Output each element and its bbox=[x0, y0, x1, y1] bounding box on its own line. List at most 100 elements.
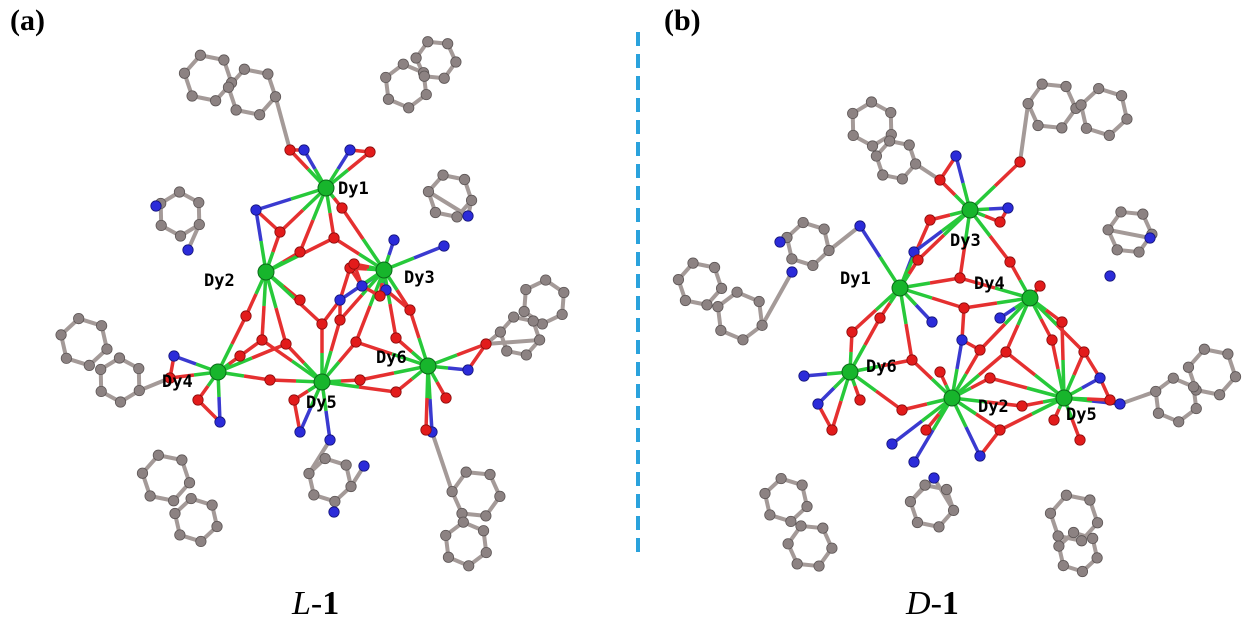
d1-oxygen-atom bbox=[854, 394, 866, 406]
d1-dy-bond bbox=[912, 229, 944, 254]
d1-nitrogen-atom bbox=[1114, 398, 1126, 410]
d1-carbon-atom bbox=[877, 169, 889, 181]
d1-link-bond bbox=[1106, 227, 1152, 240]
l1-carbon-atom bbox=[422, 36, 434, 48]
l1-carbon-atom bbox=[206, 499, 218, 511]
l1-carbon-atom bbox=[446, 486, 458, 498]
d1-carbon-atom bbox=[1102, 224, 1114, 236]
d1-carbon-atom bbox=[1036, 78, 1048, 90]
l1-carbon-atom bbox=[96, 320, 108, 332]
l1-carbon-atom bbox=[451, 211, 463, 223]
d1-nitrogen-atom bbox=[812, 398, 824, 410]
d1-carbon-atom bbox=[782, 538, 794, 550]
label-dy1-b: Dy1 bbox=[840, 269, 871, 289]
l1-carbon-atom bbox=[174, 230, 187, 242]
l1-dysprosium-atom bbox=[313, 373, 331, 391]
l1-carbon-atom bbox=[494, 490, 506, 502]
d1-carbon-atom bbox=[885, 106, 897, 119]
d1-carbon-atom bbox=[1032, 119, 1044, 132]
d1-carbon-atom bbox=[1093, 82, 1105, 95]
l1-nitrogen-atom bbox=[324, 434, 336, 446]
d1-oxygen-atom bbox=[1034, 280, 1046, 292]
l1-carbon-atom bbox=[262, 68, 274, 80]
metal-labels-d1: Dy1 Dy2 Dy3 Dy4 Dy5 Dy6 bbox=[840, 231, 1097, 425]
l1-dy-bond bbox=[359, 371, 395, 382]
l1-carbon-atom bbox=[480, 546, 492, 559]
l1-carbon-atom bbox=[410, 52, 422, 64]
l1-carbon-atom bbox=[437, 169, 449, 181]
l1-carbon-atom bbox=[397, 58, 409, 70]
label-dy3-a: Dy3 bbox=[404, 268, 435, 288]
d1-oxygen-atom bbox=[1000, 346, 1012, 358]
d1-oxygen-atom bbox=[984, 372, 996, 384]
l1-carbon-atom bbox=[174, 529, 186, 541]
l1-carbon-atom bbox=[518, 305, 530, 318]
l1-carbon-atom bbox=[303, 467, 315, 480]
l1-dy-bond bbox=[299, 236, 335, 257]
l1-oxygen-atom bbox=[274, 226, 286, 238]
d1-carbon-atom bbox=[865, 96, 878, 108]
d1-nitrogen-atom bbox=[786, 266, 798, 278]
d1-oxygen-atom bbox=[954, 272, 966, 284]
label-dy2-a: Dy2 bbox=[204, 271, 235, 291]
d1-carbon-atom bbox=[847, 129, 859, 142]
d1-carbon-atom bbox=[756, 319, 768, 331]
l1-dysprosium-atom bbox=[375, 261, 393, 279]
d1-oxygen-atom bbox=[934, 174, 946, 186]
l1-carbon-atom bbox=[494, 326, 506, 338]
d1-carbon-atom bbox=[791, 558, 803, 570]
d1-nitrogen-atom bbox=[928, 472, 940, 484]
caption-d1-number: 1 bbox=[941, 585, 959, 622]
l1-carbon-atom bbox=[230, 104, 242, 116]
d1-carbon-atom bbox=[679, 294, 692, 307]
caption-d1: D-1 bbox=[906, 585, 959, 623]
l1-link-bond bbox=[430, 430, 455, 494]
l1-dy-bond bbox=[274, 307, 288, 345]
label-dy6-a: Dy6 bbox=[376, 348, 407, 368]
d1-carbon-atom bbox=[708, 261, 721, 274]
d1-oxygen-atom bbox=[974, 344, 986, 356]
l1-oxygen-atom bbox=[240, 310, 252, 322]
l1-nitrogen-atom bbox=[250, 204, 262, 216]
d1-oxygen-atom bbox=[934, 366, 946, 378]
d1-oxygen-atom bbox=[1014, 156, 1026, 168]
l1-dy-bond bbox=[255, 197, 292, 212]
d1-carbon-atom bbox=[947, 504, 960, 516]
l1-carbon-atom bbox=[442, 551, 455, 563]
d1-carbon-atom bbox=[701, 299, 713, 311]
d1-carbon-atom bbox=[737, 334, 749, 346]
l1-carbon-atom bbox=[458, 173, 471, 186]
l1-oxygen-atom bbox=[390, 332, 402, 344]
l1-oxygen-atom bbox=[264, 374, 276, 386]
d1-dysprosium-atom bbox=[841, 363, 859, 381]
l1-carbon-atom bbox=[168, 495, 180, 507]
d1-nitrogen-atom bbox=[908, 456, 920, 468]
l1-nitrogen-atom bbox=[438, 240, 450, 252]
caption-d1-isomer: D bbox=[906, 585, 931, 622]
l1-oxygen-atom bbox=[164, 372, 176, 384]
l1-carbon-atom bbox=[480, 510, 492, 522]
d1-carbon-atom bbox=[785, 515, 797, 528]
l1-oxygen-atom bbox=[280, 338, 292, 350]
l1-carbon-atom bbox=[484, 468, 496, 481]
l1-carbon-atom bbox=[155, 219, 167, 232]
l1-carbon-atom bbox=[463, 560, 475, 572]
d1-dysprosium-atom bbox=[961, 201, 979, 219]
l1-carbon-atom bbox=[114, 396, 127, 408]
l1-nitrogen-atom bbox=[294, 426, 306, 438]
d1-carbon-atom bbox=[1182, 361, 1195, 373]
d1-carbon-atom bbox=[1087, 532, 1099, 545]
d1-oxygen-atom bbox=[826, 424, 838, 436]
l1-nitrogen-atom bbox=[328, 506, 340, 518]
l1-carbon-atom bbox=[501, 345, 513, 357]
d1-dy-bond bbox=[986, 400, 1023, 408]
d1-carbon-atom bbox=[1173, 416, 1185, 428]
l1-dy-bond bbox=[298, 219, 315, 253]
panel-a-label: (a) bbox=[10, 4, 45, 37]
d1-carbon-atom bbox=[1229, 371, 1242, 383]
d1-carbon-atom bbox=[933, 521, 945, 533]
l1-carbon-atom bbox=[113, 352, 126, 364]
d1-nitrogen-atom bbox=[798, 370, 810, 382]
d1-nitrogen-atom bbox=[974, 450, 986, 462]
l1-nitrogen-atom bbox=[388, 234, 400, 246]
